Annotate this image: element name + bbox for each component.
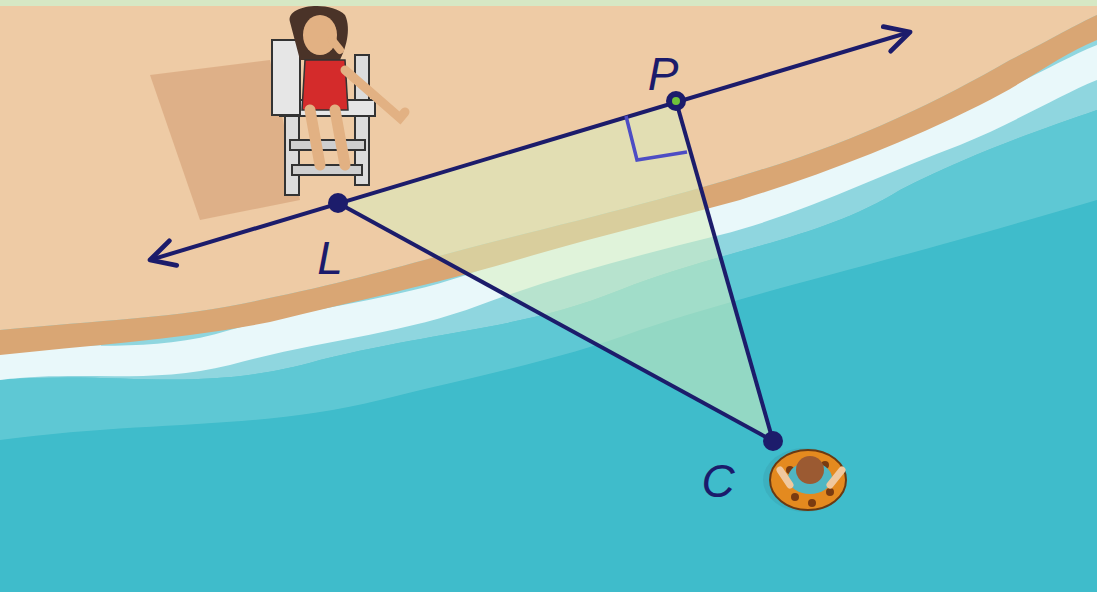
point-c [763, 431, 783, 451]
lifeguard-figure [290, 6, 405, 165]
shore-line [150, 32, 910, 260]
point-l [328, 193, 348, 213]
point-label: L [317, 235, 343, 281]
right-angle-mark [626, 116, 687, 160]
segment-lc [338, 203, 773, 441]
segment-pc [676, 101, 773, 441]
child-in-ring [763, 448, 847, 512]
point-label: P [648, 51, 679, 97]
point-p-center [672, 97, 680, 105]
lifeguard-chair [272, 40, 375, 195]
point-label: C [701, 458, 734, 504]
triangle-fill [338, 101, 773, 441]
